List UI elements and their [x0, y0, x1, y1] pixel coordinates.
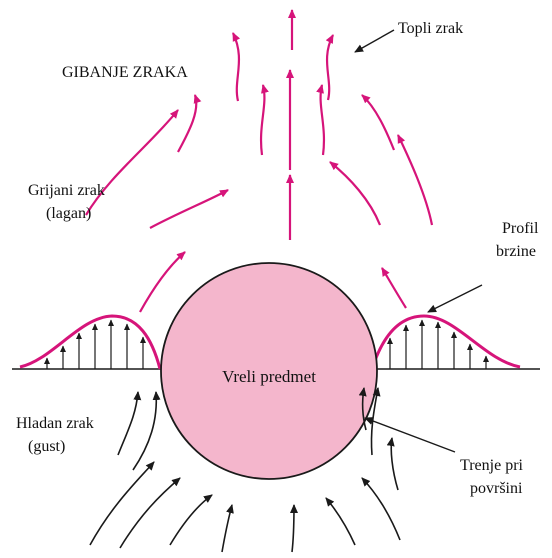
warm-air-label: Topli zrak — [398, 20, 463, 37]
velocity-profile-left — [20, 316, 160, 369]
diagram-title: GIBANJE ZRAKA — [62, 64, 188, 81]
velocity-profile-label-line1: Profil — [502, 220, 539, 237]
cold-air-label-line1: Hladan zrak — [16, 415, 94, 432]
pointer-friction — [365, 418, 455, 452]
pointer-warm-air — [355, 30, 394, 52]
heated-air-label-line1: Grijani zrak — [28, 182, 105, 199]
heated-air-label-line2: (lagan) — [46, 205, 91, 222]
friction-label-line2: površini — [470, 480, 523, 497]
friction-label-line1: Trenje pri — [460, 457, 524, 474]
cold-air-label-line2: (gust) — [28, 438, 65, 455]
velocity-profile-label-line2: brzine — [496, 243, 536, 260]
hot-object-label: Vreli predmet — [222, 367, 316, 386]
pointer-velocity-profile — [428, 285, 482, 312]
velocity-profile-right — [372, 316, 520, 369]
